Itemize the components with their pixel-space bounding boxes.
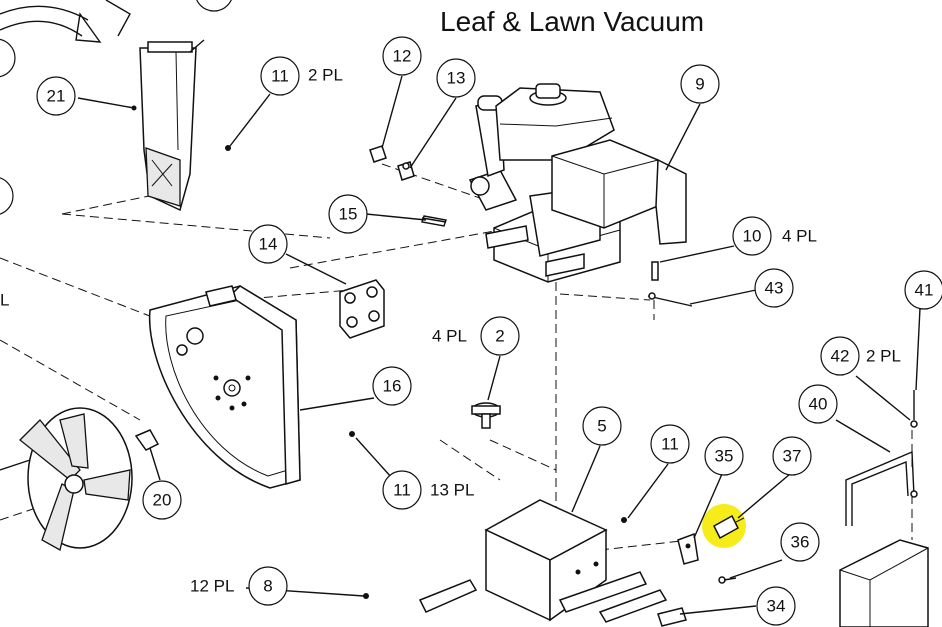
diagram-title: Leaf & Lawn Vacuum [440,6,705,37]
callout-number: 11 [393,481,411,500]
callout-bubble: 12 [382,36,422,76]
callout-number: 14 [259,235,278,254]
callout-bubble: 5 [582,406,622,446]
callout-bubble: 40 [798,384,838,424]
callout-number: 40 [809,395,828,414]
callout-number: 10 [743,227,762,246]
callout-number: 12 [393,47,412,66]
engine-part [468,83,687,283]
callout-bubble: 11 [650,424,690,464]
callout-quantity: 12 PL [190,577,234,596]
screw-icon [225,145,231,151]
callout-bubble: 10 4 PL [732,216,817,256]
callout-bubble: 9 [680,64,720,104]
callout-bubble: 14 [248,224,288,264]
callout-bubble: 8 12 PL [190,566,288,606]
callout-number: 8 [263,577,272,596]
callout-bubble: 36 [780,522,820,562]
callout-number: 11 [661,435,679,454]
callout-number: 34 [767,597,786,616]
callout-bubble: 11 2 PL [260,56,343,96]
hardware-parts [369,145,693,307]
callout-number: 35 [715,447,734,466]
callout-number: 5 [597,417,606,436]
callout-number: 37 [783,447,802,466]
callout-bubble: 13 [436,58,476,98]
callout-bubble: 15 [328,194,368,234]
screw-icon [621,517,627,523]
callout-number: 36 [791,533,810,552]
discharge-chute-part [131,41,231,212]
callout-bubble: 42 2 PL [820,336,901,376]
edge-label-partial: L [0,291,9,310]
callout-quantity: 4 PL [782,227,817,246]
switch-assembly-parts [657,504,746,627]
callout-quantity: 13 PL [430,481,474,500]
callout-number: 42 [831,347,850,366]
callout-bubble: 37 [772,436,812,476]
knob-part [471,402,501,429]
callout-number: 43 [765,279,784,298]
callout-number: 20 [153,491,172,510]
callout-number: 11 [271,67,289,86]
callout-number: 13 [447,69,466,88]
callout-bubble: 34 [756,586,796,626]
callout-number: 21 [47,87,66,106]
callout-quantity: 2 PL [308,66,343,85]
callout-bubble: 20 [142,480,182,520]
callout-bubble: 21 [36,76,76,116]
callout-bubble: 35 [704,436,744,476]
callout-quantity: 4 PL [432,327,467,346]
screw-icon [363,593,369,599]
mounting-plate-part [339,279,385,339]
callout-bubble: 2 4 PL [432,316,520,356]
callout-quantity: 2 PL [866,347,901,366]
impeller-housing-part [148,285,355,489]
screw-icon [349,431,355,437]
bag-bracket-parts [839,390,929,627]
callout-bubble-partial [0,0,232,215]
callout-bubble: 41 [904,270,942,310]
curved-arrow-icon [0,0,131,43]
assembly-lines [0,163,913,560]
callout-number: 15 [339,205,358,224]
callout-number: 41 [915,281,934,300]
callout-bubble: 11 13 PL [382,470,474,510]
impeller-fan-part [0,407,160,551]
callout-bubble: 16 [372,366,412,406]
callout-number: 16 [383,377,402,396]
callout-number: 9 [695,75,704,94]
frame-box-part [363,499,668,623]
callout-number: 2 [495,327,504,346]
callout-bubble: 43 [754,268,794,308]
